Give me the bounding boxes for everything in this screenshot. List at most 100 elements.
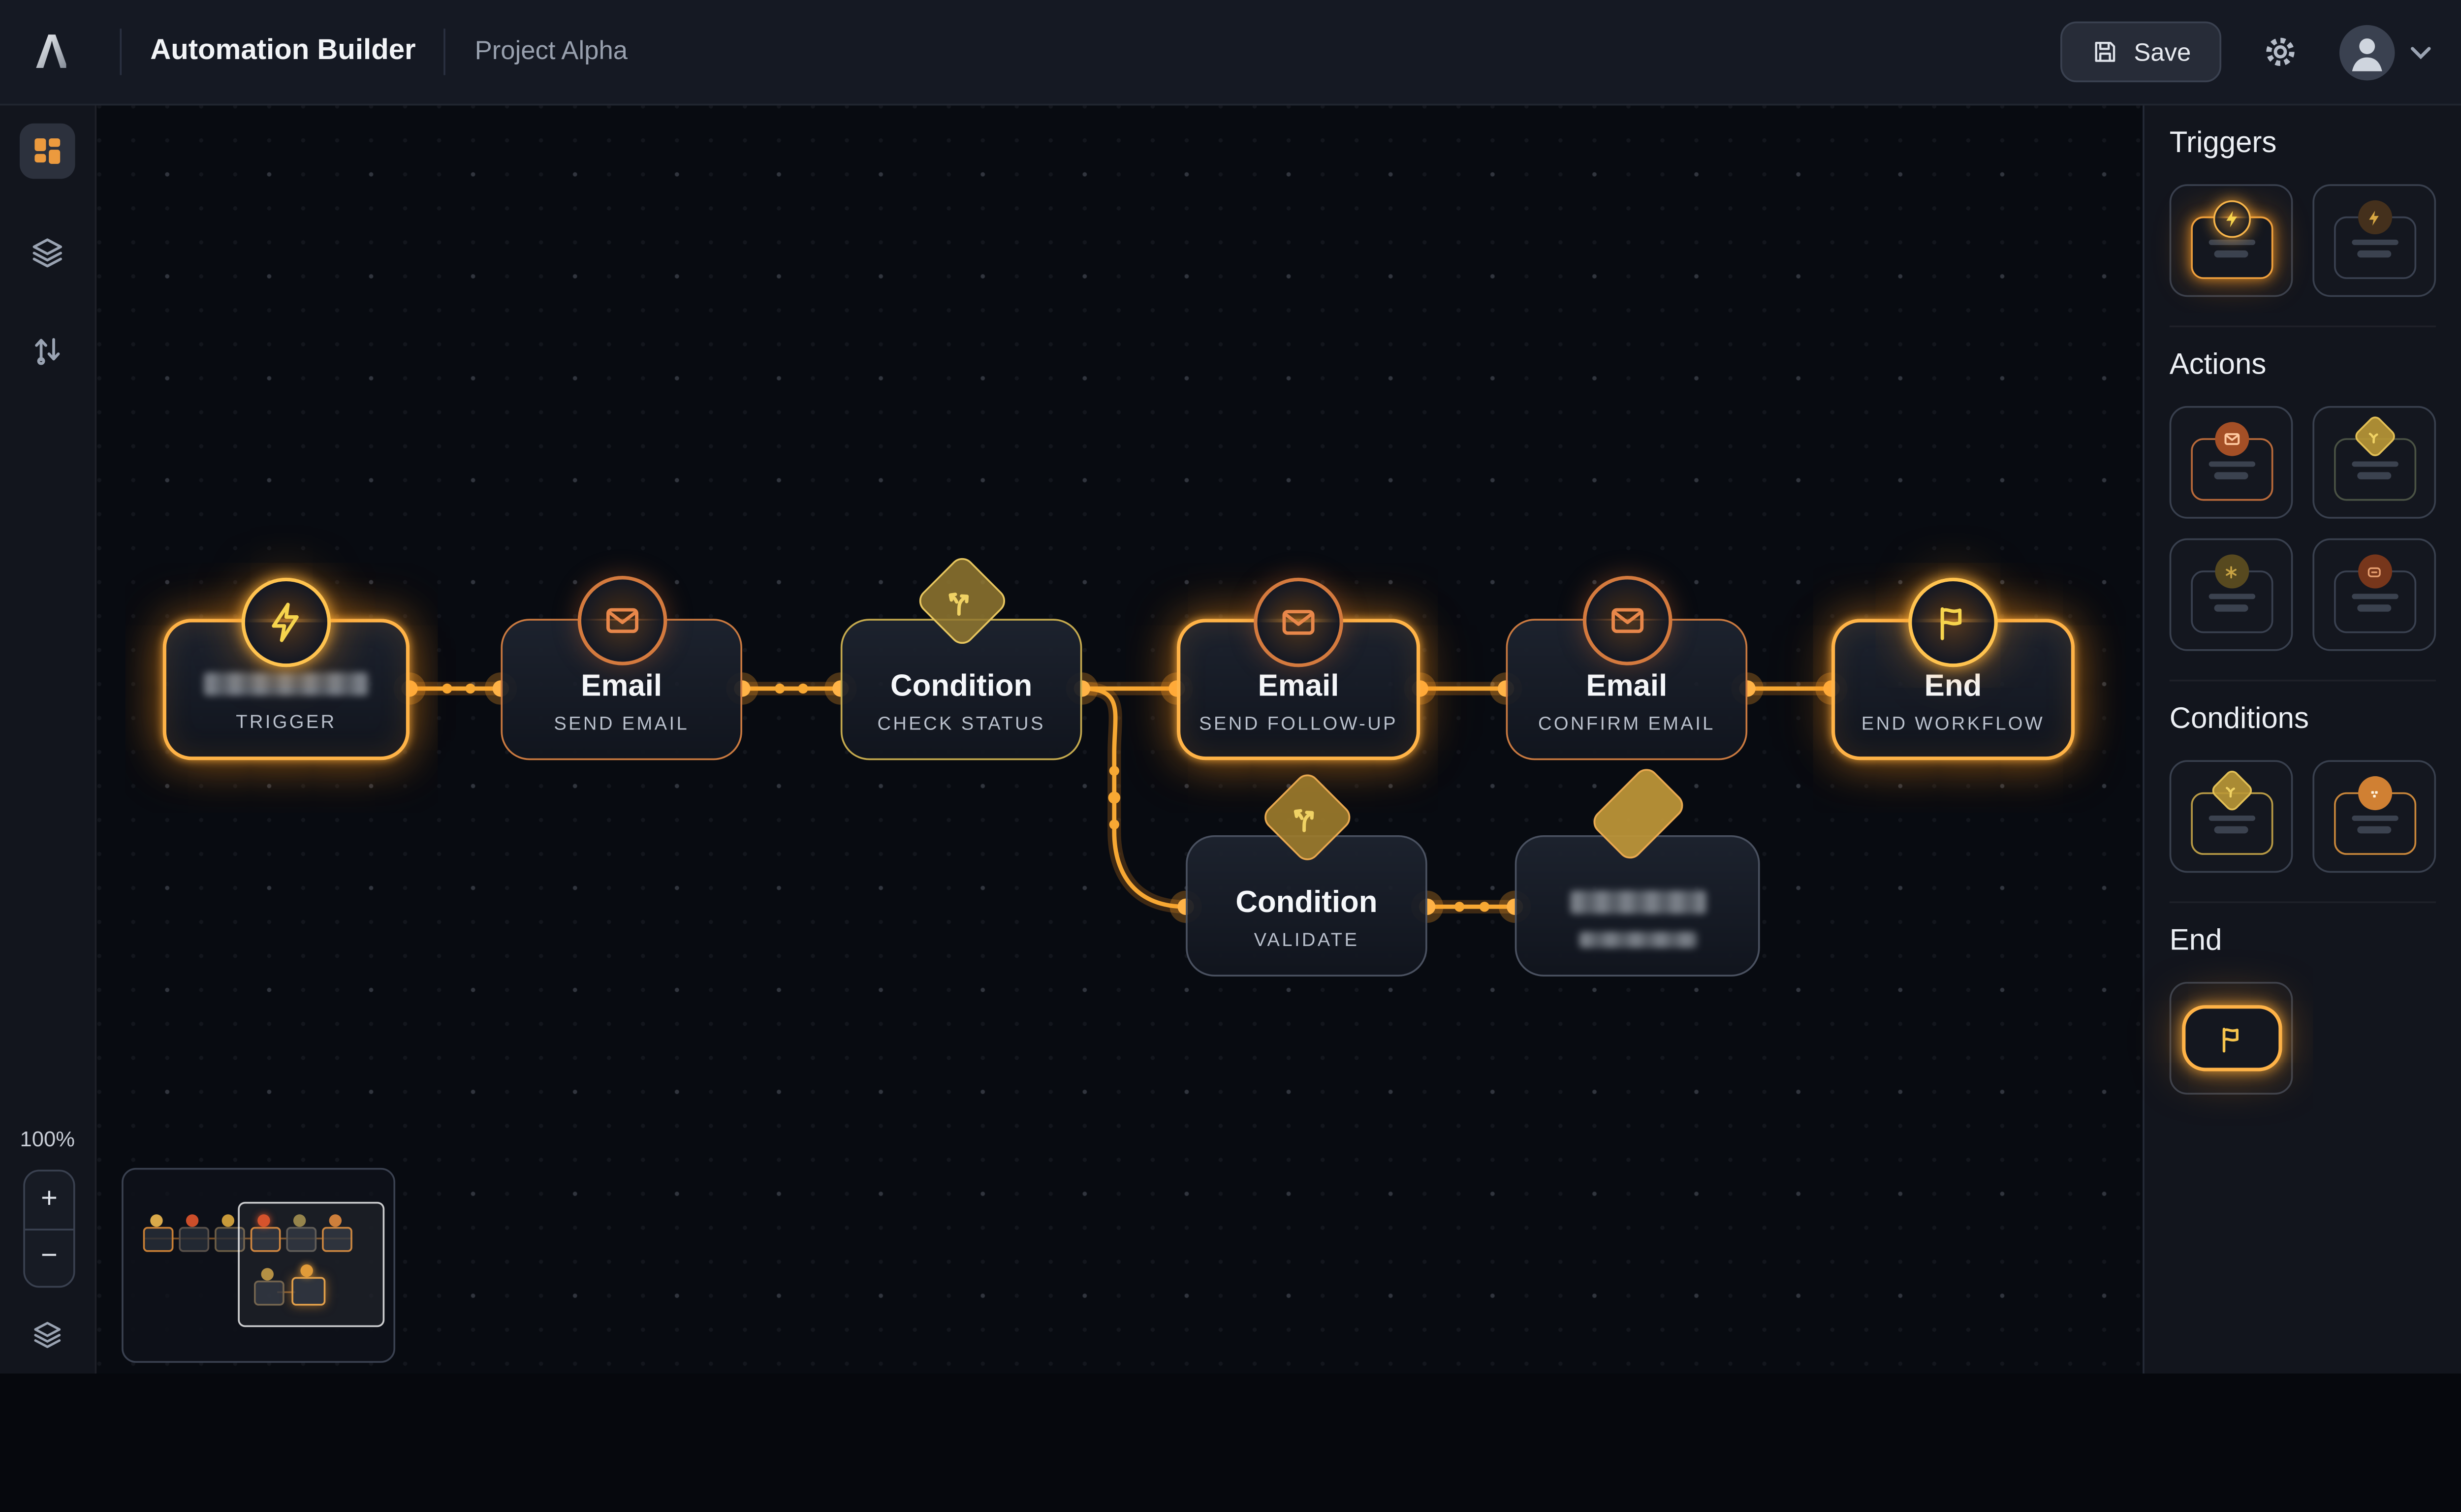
palette-item-asterisk-action[interactable] xyxy=(2169,538,2293,651)
branch-icon xyxy=(2351,413,2398,459)
node-palette: Triggers xyxy=(2143,105,2461,1374)
node-subtitle: CONFIRM EMAIL xyxy=(1538,713,1715,735)
palette-item-branch-action[interactable] xyxy=(2312,406,2436,519)
minimap-node xyxy=(143,1227,174,1252)
zoom-in-button[interactable]: + xyxy=(40,1183,58,1214)
skeleton-line xyxy=(2357,826,2392,833)
minimap-node-icon xyxy=(293,1214,306,1227)
branch-icon xyxy=(2208,767,2254,814)
lightning-icon xyxy=(2212,200,2250,238)
envelope-icon xyxy=(1582,576,1672,665)
node-send-email[interactable]: Email SEND EMAIL xyxy=(501,576,742,760)
node-subtitle: CHECK STATUS xyxy=(877,713,1045,735)
lightning-icon xyxy=(2357,200,2392,235)
node-subtitle: TRIGGER xyxy=(236,711,337,733)
section-title: Actions xyxy=(2169,348,2267,381)
chevron-down-icon[interactable] xyxy=(2409,44,2432,60)
left-toolbar: 100% + − xyxy=(0,105,97,1374)
skeleton-line xyxy=(2351,460,2398,467)
minimap-node-icon xyxy=(300,1264,313,1277)
minimap-node-icon xyxy=(150,1214,163,1227)
save-button[interactable]: Save xyxy=(2060,21,2222,83)
minimap-node xyxy=(286,1227,317,1252)
node-title: End xyxy=(1924,669,1982,703)
minimap-node xyxy=(250,1227,281,1252)
node-redacted[interactable] xyxy=(1514,763,1760,977)
palette-item-branch-condition[interactable] xyxy=(2169,760,2293,873)
envelope-icon xyxy=(1254,577,1343,667)
palette-item-trigger-active[interactable] xyxy=(2169,184,2293,297)
sort-tool-button[interactable] xyxy=(0,331,95,368)
minimap-viewport[interactable] xyxy=(238,1201,385,1327)
divider xyxy=(25,1228,73,1230)
minimap-node-icon xyxy=(186,1214,199,1227)
skeleton-line xyxy=(2208,239,2255,245)
layers-icon xyxy=(29,234,66,272)
workflow-canvas[interactable]: TRIGGER Email SEND EMAIL Co xyxy=(95,105,2143,1374)
node-send-follow-up[interactable]: Email SEND FOLLOW-UP xyxy=(1176,577,1420,760)
node-confirm-email[interactable]: Email CONFIRM EMAIL xyxy=(1506,576,1748,760)
layers-toggle-button[interactable] xyxy=(0,1318,95,1352)
zoom-level: 100% xyxy=(20,1127,75,1152)
divider xyxy=(444,29,446,75)
settings-gear-icon[interactable] xyxy=(2261,32,2300,71)
dots-icon xyxy=(2357,776,2392,811)
minimap-node xyxy=(215,1227,245,1252)
flag-icon xyxy=(2215,1022,2247,1054)
app-logo: Λ xyxy=(36,24,68,80)
skeleton-line xyxy=(2214,826,2248,833)
arrows-up-down-icon xyxy=(29,331,66,368)
node-subtitle: END WORKFLOW xyxy=(1861,713,2045,735)
node-title: Condition xyxy=(1235,885,1378,920)
palette-item-end[interactable] xyxy=(2169,981,2293,1095)
node-check-status[interactable]: Condition CHECK STATUS xyxy=(840,553,1082,760)
node-subtitle: SEND FOLLOW-UP xyxy=(1199,713,1398,735)
section-title: Triggers xyxy=(2169,126,2277,159)
skeleton-line xyxy=(2208,815,2255,821)
minimap-node-icon xyxy=(257,1214,270,1227)
node-end[interactable]: End END WORKFLOW xyxy=(1831,577,2075,760)
layers-icon xyxy=(31,1318,64,1352)
layers-tool-button[interactable] xyxy=(0,234,95,272)
minimap-node xyxy=(291,1277,326,1306)
skeleton-line xyxy=(2357,472,2392,479)
palette-section-conditions: Conditions xyxy=(2169,679,2436,873)
project-name: Project Alpha xyxy=(474,37,628,66)
branch-icon xyxy=(1258,769,1355,866)
redacted-node-title xyxy=(204,671,369,695)
floppy-icon xyxy=(2091,37,2119,66)
minimap-node-icon xyxy=(221,1214,235,1227)
envelope-icon xyxy=(2214,422,2248,456)
skeleton-line xyxy=(2208,593,2255,599)
skeleton-line xyxy=(2214,604,2248,611)
zoom-out-button[interactable]: − xyxy=(40,1241,58,1272)
asterisk-icon xyxy=(2214,554,2248,589)
node-validate[interactable]: Condition VALIDATE xyxy=(1186,769,1427,977)
node-title: Email xyxy=(1258,669,1339,703)
minimap-node xyxy=(179,1227,210,1252)
minimap-node xyxy=(322,1227,352,1252)
tool-dashboard-button[interactable] xyxy=(19,123,75,179)
minimap[interactable] xyxy=(122,1167,396,1363)
palette-section-actions: Actions xyxy=(2169,325,2436,651)
message-icon xyxy=(2357,554,2392,589)
section-title: Conditions xyxy=(2169,703,2309,735)
palette-item-email-action[interactable] xyxy=(2169,406,2293,519)
skeleton-line xyxy=(2214,472,2248,479)
node-title: Condition xyxy=(890,669,1033,703)
minimap-edge xyxy=(145,1237,352,1240)
node-title: Email xyxy=(581,669,663,703)
automation-builder-app: Λ Automation Builder Project Alpha Save xyxy=(0,0,2461,1374)
envelope-icon xyxy=(576,576,666,665)
palette-item-trigger-alt[interactable] xyxy=(2312,184,2436,297)
lightning-icon xyxy=(241,577,331,667)
palette-item-validate-condition[interactable] xyxy=(2312,760,2436,873)
user-avatar[interactable] xyxy=(2339,24,2395,80)
node-trigger[interactable]: TRIGGER xyxy=(162,577,410,760)
minimap-edge xyxy=(277,1291,295,1293)
app-title: Automation Builder xyxy=(150,35,416,66)
skeleton-line xyxy=(2357,604,2392,611)
branch-icon xyxy=(913,553,1010,649)
minimap-node-icon xyxy=(261,1268,274,1281)
palette-item-message-action[interactable] xyxy=(2312,538,2436,651)
